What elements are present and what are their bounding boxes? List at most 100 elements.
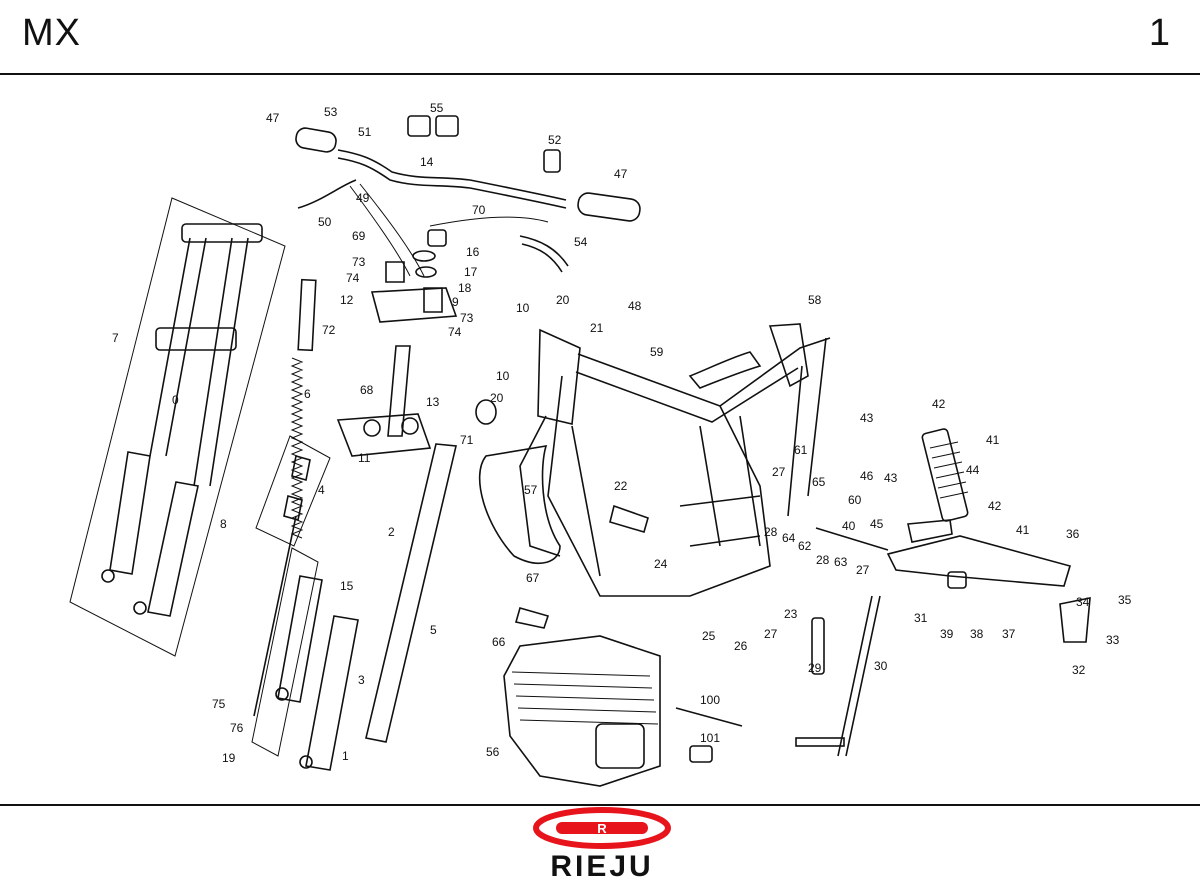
logo-letter: R	[597, 821, 607, 836]
callout: 31	[914, 611, 928, 625]
callout: 21	[590, 321, 604, 335]
callout: 6	[304, 387, 311, 401]
callout: 35	[1118, 593, 1132, 607]
callout: 28	[764, 525, 778, 539]
callout: 1	[342, 749, 349, 763]
callout: 10	[516, 301, 530, 315]
callout: 49	[356, 191, 370, 205]
callout: 40	[842, 519, 856, 533]
callout: 18	[458, 281, 472, 295]
callout: 16	[466, 245, 480, 259]
callout: 62	[798, 539, 812, 553]
fork-internals	[251, 278, 359, 771]
callout: 41	[1016, 523, 1030, 537]
callout: 43	[860, 411, 874, 425]
callout: 2	[388, 525, 395, 539]
callout: 28	[816, 553, 830, 567]
callout: 43	[884, 471, 898, 485]
callout: 9	[452, 295, 459, 309]
callout: 63	[834, 555, 848, 569]
callout: 17	[464, 265, 478, 279]
callout: 11	[358, 451, 371, 465]
long-tube	[365, 443, 457, 743]
callout: 20	[490, 391, 504, 405]
callout: 69	[352, 229, 366, 243]
callout: 0	[172, 393, 179, 407]
front-fork-assembly	[69, 197, 286, 657]
callout: 47	[614, 167, 628, 181]
callout: 72	[322, 323, 336, 337]
callout: 59	[650, 345, 664, 359]
callout: 45	[870, 517, 884, 531]
frame-assembly	[475, 323, 831, 597]
callout: 68	[360, 383, 374, 397]
steering-assembly	[336, 229, 458, 457]
callout: 8	[220, 517, 227, 531]
page-footer: R RIEJU	[0, 806, 1200, 883]
callout: 55	[430, 101, 444, 115]
callout: 100	[700, 693, 720, 707]
logo-bar	[556, 822, 648, 834]
callout: 38	[970, 627, 984, 641]
callout: 41	[986, 433, 1000, 447]
brand-wordmark: RIEJU	[550, 850, 653, 881]
callout: 65	[812, 475, 826, 489]
callout: 7	[112, 331, 119, 345]
callout: 33	[1106, 633, 1120, 647]
callout: 37	[1002, 627, 1016, 641]
rear-suspension	[675, 428, 1091, 763]
callout: 19	[222, 751, 236, 765]
callout: 13	[426, 395, 440, 409]
logo-ring	[533, 807, 671, 849]
header-divider	[0, 73, 1200, 75]
callout: 44	[966, 463, 980, 477]
handlebar-assembly	[295, 115, 641, 277]
callout: 101	[700, 731, 720, 745]
callout: 26	[734, 639, 748, 653]
engine	[503, 607, 661, 787]
callout: 50	[318, 215, 332, 229]
callout: 4	[318, 483, 325, 497]
callout: 27	[764, 627, 778, 641]
callout: 22	[614, 479, 628, 493]
callout: 66	[492, 635, 506, 649]
callout: 29	[808, 661, 822, 675]
brand-logo: R RIEJU	[533, 807, 671, 883]
callout-labels: 47 53 55 51 14 52 47 49 50 69 70 16 54 7…	[112, 101, 1132, 765]
callout: 3	[358, 673, 365, 687]
callout: 15	[340, 579, 354, 593]
callout: 73	[460, 311, 474, 325]
callout: 67	[526, 571, 540, 585]
callout: 48	[628, 299, 642, 313]
callout: 24	[654, 557, 668, 571]
callout: 58	[808, 293, 822, 307]
callout: 51	[358, 125, 372, 139]
page-title: MX	[22, 12, 81, 54]
callout: 42	[932, 397, 946, 411]
callout: 27	[856, 563, 870, 577]
callout: 76	[230, 721, 244, 735]
callout: 32	[1072, 663, 1086, 677]
callout: 54	[574, 235, 588, 249]
callout: 10	[496, 369, 510, 383]
page-header: MX 1	[0, 0, 1200, 74]
callout: 14	[420, 155, 434, 169]
footer-divider	[0, 804, 1200, 806]
callout: 39	[940, 627, 954, 641]
callout: 70	[472, 203, 486, 217]
callout: 57	[524, 483, 538, 497]
callout: 64	[782, 531, 796, 545]
callout: 27	[772, 465, 786, 479]
callout: 20	[556, 293, 570, 307]
callout: 60	[848, 493, 862, 507]
callout: 47	[266, 111, 280, 125]
callout: 71	[460, 433, 474, 447]
callout: 5	[430, 623, 437, 637]
callout: 36	[1066, 527, 1080, 541]
callout: 74	[448, 325, 462, 339]
callout: 23	[784, 607, 798, 621]
callout: 42	[988, 499, 1002, 513]
callout: 56	[486, 745, 500, 759]
page-number: 1	[1148, 12, 1170, 54]
callout: 34	[1076, 595, 1090, 609]
